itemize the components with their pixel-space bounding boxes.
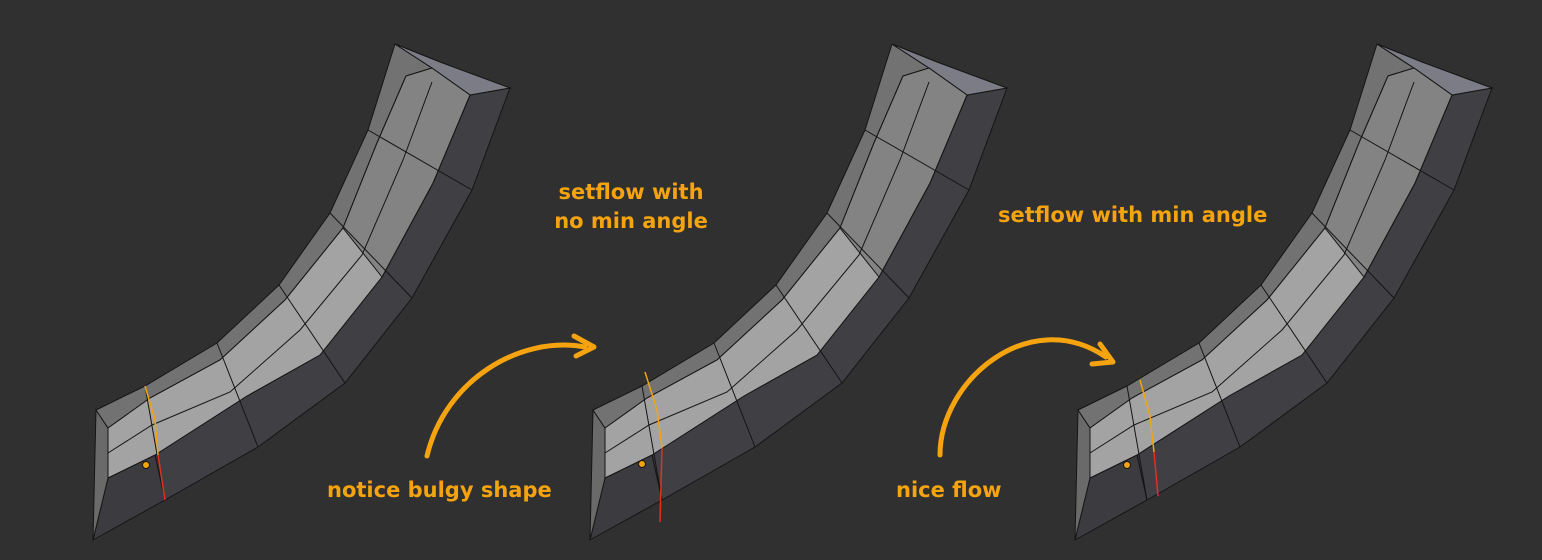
selected-edge-red xyxy=(1153,451,1159,497)
selected-edge-loop xyxy=(1139,379,1155,453)
mesh-min-angle[interactable] xyxy=(1074,43,1493,541)
curved-arrow-icon xyxy=(937,337,1116,458)
annotation-line: setflow with xyxy=(558,180,704,204)
object-origin-dot-icon xyxy=(638,460,646,468)
annotation-line: no min angle xyxy=(554,209,708,233)
object-origin-dot-icon xyxy=(1123,461,1131,469)
mesh-original[interactable] xyxy=(92,43,511,541)
selected-edge-red xyxy=(157,454,166,501)
annotation-nice-flow: nice flow xyxy=(896,478,1002,502)
object-origin-dot-icon xyxy=(142,461,150,469)
mesh-no-min-angle[interactable] xyxy=(589,43,1008,541)
selected-edge-red xyxy=(659,447,663,523)
annotation-bulgy-shape: notice bulgy shape xyxy=(327,478,552,502)
annotation-no-min-angle: setflow with no min angle xyxy=(540,178,722,236)
selected-edge-loop xyxy=(144,385,159,456)
annotation-min-angle: setflow with min angle xyxy=(998,203,1268,227)
selected-edge-loop xyxy=(644,371,663,449)
curved-arrow-icon xyxy=(424,333,597,459)
